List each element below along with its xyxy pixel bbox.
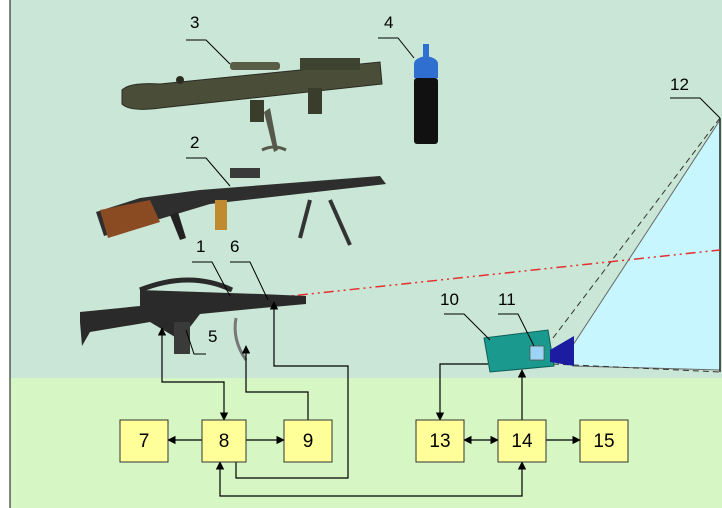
line-camera-to-13 [435,363,488,421]
callout-11: 11 [498,290,516,309]
connectors-right [435,363,581,445]
block-14-label: 14 [511,431,533,452]
projection-ray-bottom [552,363,721,373]
machine-gun [96,168,386,246]
callout-12: 12 [670,75,689,94]
block-9: 9 [283,419,333,463]
grenade-round [414,44,438,144]
block-13-label: 13 [429,431,450,452]
block-15-label: 15 [593,431,614,452]
callout-2: 2 [190,133,199,152]
block-7: 7 [119,419,169,463]
block-14: 14 [497,419,547,463]
connectors-left [157,301,527,497]
block-15: 15 [579,419,629,463]
camera [483,329,574,373]
callout-5: 5 [208,327,217,346]
block-7-label: 7 [139,431,150,452]
projection-ray-top [552,117,721,339]
block-8-label: 8 [219,431,230,452]
line-rifle-to-8 [157,327,229,421]
line-9-to-rifle [241,345,309,420]
block-13: 13 [415,419,465,463]
callout-3: 3 [190,13,199,32]
line-8-to-emitter [235,301,349,479]
callout-6: 6 [230,237,239,256]
callout-10: 10 [440,290,459,309]
block-8: 8 [201,419,247,463]
callout-1: 1 [196,237,205,256]
callout-4: 4 [384,13,393,32]
line-8-to-14 [215,461,527,497]
block-9-label: 9 [303,431,314,452]
grenade-launcher [121,58,383,152]
